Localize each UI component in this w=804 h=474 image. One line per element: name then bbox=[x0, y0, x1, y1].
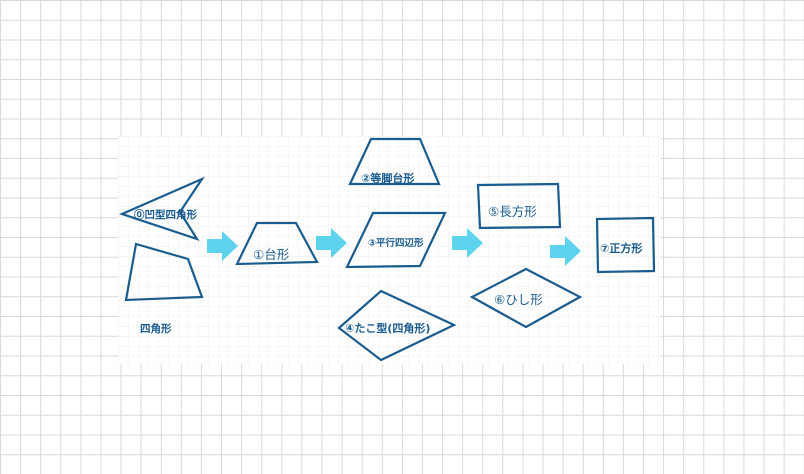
concave-quadrilateral-label: ⓪凹型四角形 bbox=[134, 208, 197, 221]
trapezoid-label: ①台形 bbox=[253, 247, 290, 262]
rhombus-shape bbox=[469, 267, 583, 329]
parallelogram-shape bbox=[345, 211, 447, 269]
square-shape bbox=[595, 216, 656, 274]
isosceles-trapezoid-shape bbox=[348, 137, 441, 186]
arrow-2 bbox=[316, 228, 347, 258]
concave-quadrilateral-shape bbox=[118, 176, 205, 242]
rhombus-label: ⑥ひし形 bbox=[494, 292, 543, 307]
quadrilateral-shape bbox=[124, 242, 204, 302]
quadrilateral-label: 四角形 bbox=[140, 322, 172, 335]
kite-shape bbox=[337, 289, 457, 362]
arrow-1 bbox=[207, 231, 238, 261]
parallelogram-label: ③平行四辺形 bbox=[368, 237, 424, 249]
trapezoid-shape bbox=[235, 221, 319, 266]
kite-label: ④たこ型(四角形) bbox=[345, 321, 430, 335]
arrow-3 bbox=[452, 228, 483, 258]
arrow-4 bbox=[550, 236, 581, 266]
rectangle-shape bbox=[476, 182, 562, 230]
square-label: ⑦正方形 bbox=[600, 241, 642, 255]
rectangle-label: ⑤長方形 bbox=[488, 204, 537, 219]
isosceles-trapezoid-label: ②等脚台形 bbox=[361, 171, 414, 185]
